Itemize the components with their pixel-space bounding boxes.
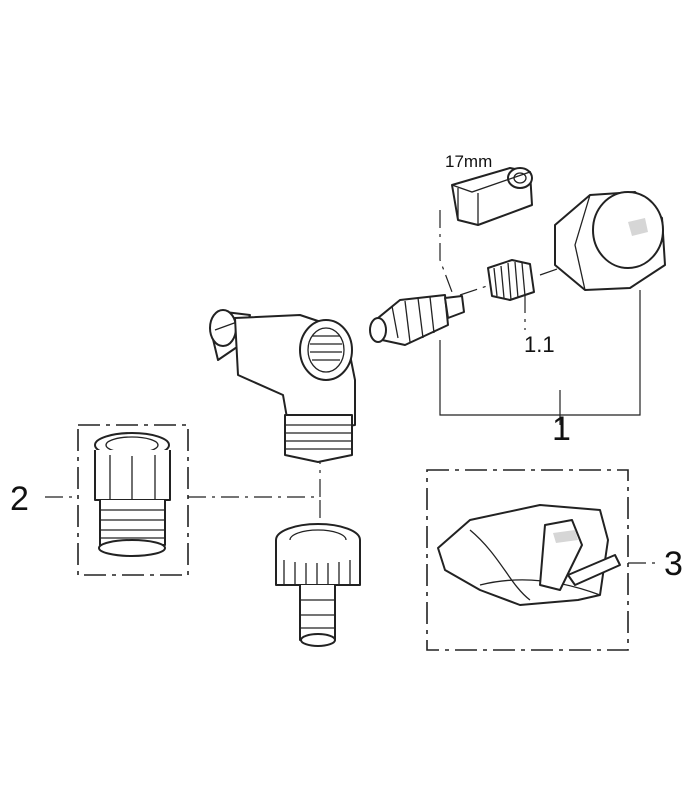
part-2-label: 2 [10, 480, 29, 518]
valve-body-icon [209, 309, 356, 463]
handle-icon [437, 504, 621, 606]
part-3-label: 3 [664, 545, 683, 583]
adapter-fitting-icon [94, 432, 171, 557]
part-1-1-label: 1.1 [524, 332, 555, 357]
wrench-size-label: 17mm [445, 152, 492, 171]
detail-box-2 [77, 424, 189, 576]
handle-cap-icon [554, 191, 666, 291]
leader-lines [45, 210, 660, 564]
hose-connector-icon [275, 523, 361, 647]
valve-cartridge-icon [369, 294, 465, 346]
part-1-label: 1 [552, 410, 571, 448]
wrench-socket-icon [451, 167, 533, 226]
spline-adapter-icon [487, 259, 535, 301]
